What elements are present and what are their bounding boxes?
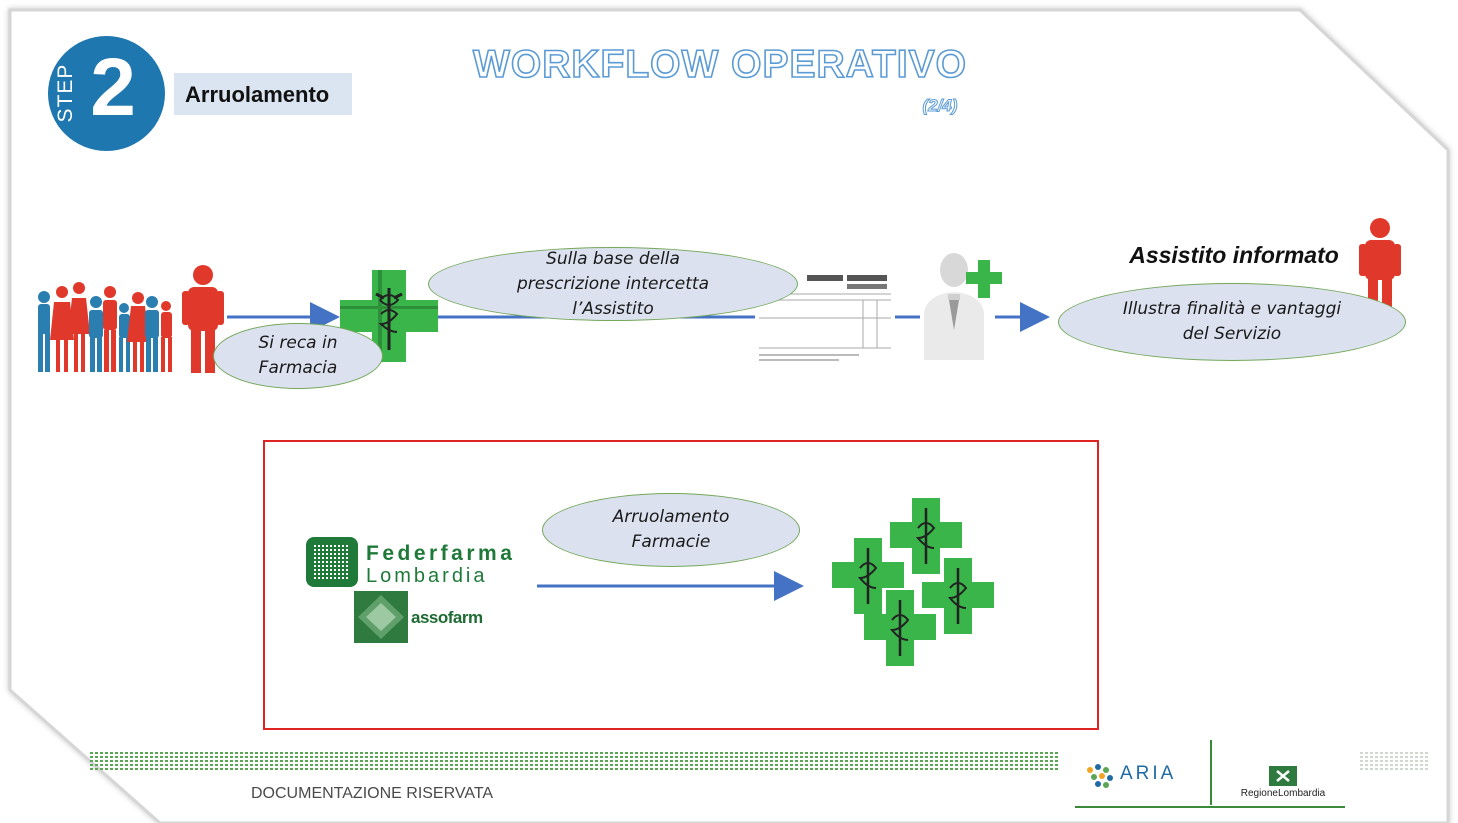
- step-number: 2: [90, 42, 136, 133]
- step-badge: [48, 36, 165, 151]
- node-enroll-text: Arruolamento Farmacie: [612, 507, 730, 552]
- person-icon: [1359, 218, 1401, 308]
- pharmacy-cluster: [832, 498, 994, 666]
- node-pharmacy-visit-text: Si reca in Farmacia: [258, 333, 338, 378]
- node-informed-title: Assistito informato: [1129, 242, 1339, 268]
- person-icon: [182, 265, 224, 373]
- federfarma-logo-icon: [306, 537, 358, 587]
- aria-logo-icon: [1087, 764, 1113, 788]
- step-label: Arruolamento: [174, 73, 352, 115]
- footer-doc-label: DOCUMENTAZIONE RISERVATA: [251, 785, 494, 802]
- assofarm-logo-icon: [354, 591, 408, 643]
- assofarm-name: assofarm: [411, 608, 483, 627]
- aria-logo-text: ARIA: [1120, 763, 1177, 784]
- node-informed-text: Illustra finalità e vantaggi del Servizi…: [1122, 299, 1342, 344]
- pharmacy-cross-icon: [922, 558, 994, 634]
- node-informed: Illustra finalità e vantaggi del Servizi…: [1058, 283, 1406, 361]
- regione-logo-icon: [1269, 766, 1297, 786]
- page-title: WORKFLOW OPERATIVO: [472, 42, 967, 87]
- regione-logo-text: RegioneLombardia: [1240, 788, 1326, 799]
- pharmacy-cross-icon: [832, 538, 904, 614]
- node-prescription: Sulla base della prescrizione intercetta…: [428, 247, 798, 321]
- pharmacy-cross-icon: [864, 590, 936, 666]
- federfarma-region: Lombardia: [366, 565, 488, 587]
- node-pharmacy-visit: Si reca in Farmacia: [213, 323, 383, 389]
- node-prescription-text: Sulla base della prescrizione intercetta…: [516, 248, 709, 319]
- pharmacist-icon: [924, 253, 1002, 360]
- enrollment-box: [263, 440, 1099, 730]
- page-subtitle: (2/4): [922, 96, 958, 116]
- node-enroll: Arruolamento Farmacie: [542, 493, 800, 567]
- federfarma-name: Federfarma: [366, 542, 516, 565]
- people-group-icon: [38, 282, 172, 372]
- pharmacy-cross-icon: [890, 498, 962, 574]
